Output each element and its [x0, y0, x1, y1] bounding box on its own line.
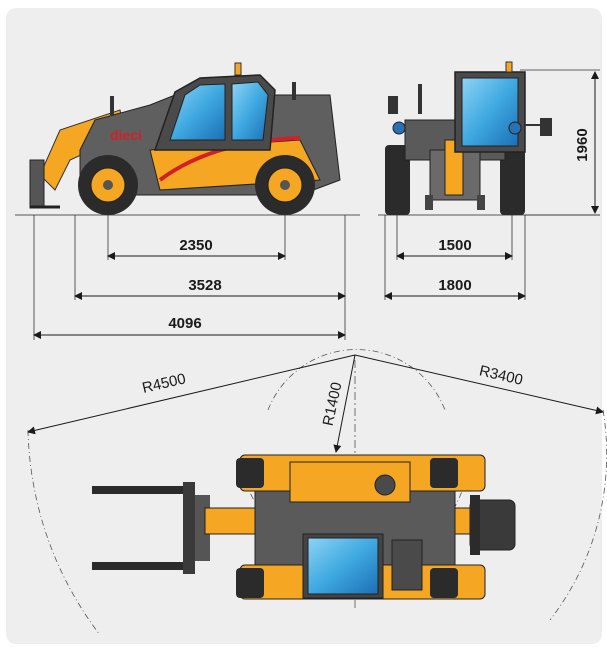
outer-turning-arc [27, 429, 101, 636]
dim-overall-width: 1800 [384, 277, 526, 300]
side-logo: dieci [110, 127, 142, 143]
front-right-wheel [500, 145, 525, 215]
top-view: R4500 R3400 R1400 [27, 349, 607, 636]
dim-wheelbase: 2350 [107, 237, 286, 260]
top-forks [92, 482, 210, 574]
dim-wheel-to-rear: 3528 [74, 277, 346, 300]
top-wheel-rl [236, 568, 264, 598]
dim-overall-height: 1960 [574, 71, 599, 214]
top-wheel-fl [236, 458, 264, 488]
dim-overall-length: 4096 [33, 315, 346, 339]
label-inner-radius: R1400 [320, 381, 346, 428]
inner-turning-arc [267, 349, 446, 411]
side-rear-wheel [255, 155, 315, 215]
front-left-wheel [385, 145, 410, 215]
side-front-wheel [78, 155, 138, 215]
svg-text:4096: 4096 [168, 315, 201, 332]
side-cab [110, 62, 296, 151]
top-wheel-fr [430, 458, 458, 488]
front-view: 1960 1500 1800 [378, 61, 600, 300]
svg-text:1960: 1960 [574, 128, 591, 161]
svg-text:1500: 1500 [438, 237, 471, 254]
svg-text:2350: 2350 [179, 237, 212, 254]
svg-text:3528: 3528 [188, 277, 221, 294]
top-wheel-rr [430, 568, 458, 598]
svg-text:1800: 1800 [438, 277, 471, 294]
rear-turning-arc [549, 409, 607, 621]
dim-track-width: 1500 [396, 237, 513, 260]
side-view: dieci [15, 62, 360, 340]
label-outer-radius: R4500 [141, 370, 188, 397]
